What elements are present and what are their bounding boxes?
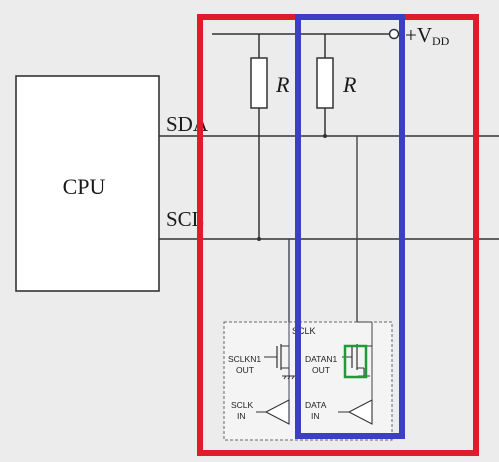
resistor-2 (316, 57, 334, 109)
sclk-in-buffer-icon (264, 399, 290, 425)
chip-sclk-label: SCLK (292, 326, 316, 336)
data-in-buffer-icon (347, 399, 373, 425)
sda-junction (323, 134, 327, 138)
vdd-subscript: DD (432, 34, 450, 48)
resistor-1 (250, 57, 268, 109)
cpu-block (15, 75, 160, 292)
green-highlight-box (343, 344, 368, 379)
resistor-1-label: R (275, 72, 290, 97)
sclk-in-label: SCLK IN (231, 400, 256, 421)
blue-highlight-box (295, 14, 405, 439)
slave-chip: SCLK SCLKN1 OUT DATAN1 OUT (223, 321, 393, 441)
chip-outline (223, 321, 393, 441)
vdd-label: +VDD (405, 23, 450, 48)
vdd-terminal (388, 28, 400, 40)
scl-junction (257, 237, 261, 241)
cpu-label: CPU (63, 174, 106, 199)
resistor-2-label: R (342, 72, 357, 97)
sclkn1-out-label: SCLKN1 OUT (228, 354, 263, 375)
data-in-label: DATA IN (305, 400, 328, 421)
datan1-out-label: DATAN1 OUT (305, 354, 340, 375)
ground-icon (282, 375, 296, 380)
